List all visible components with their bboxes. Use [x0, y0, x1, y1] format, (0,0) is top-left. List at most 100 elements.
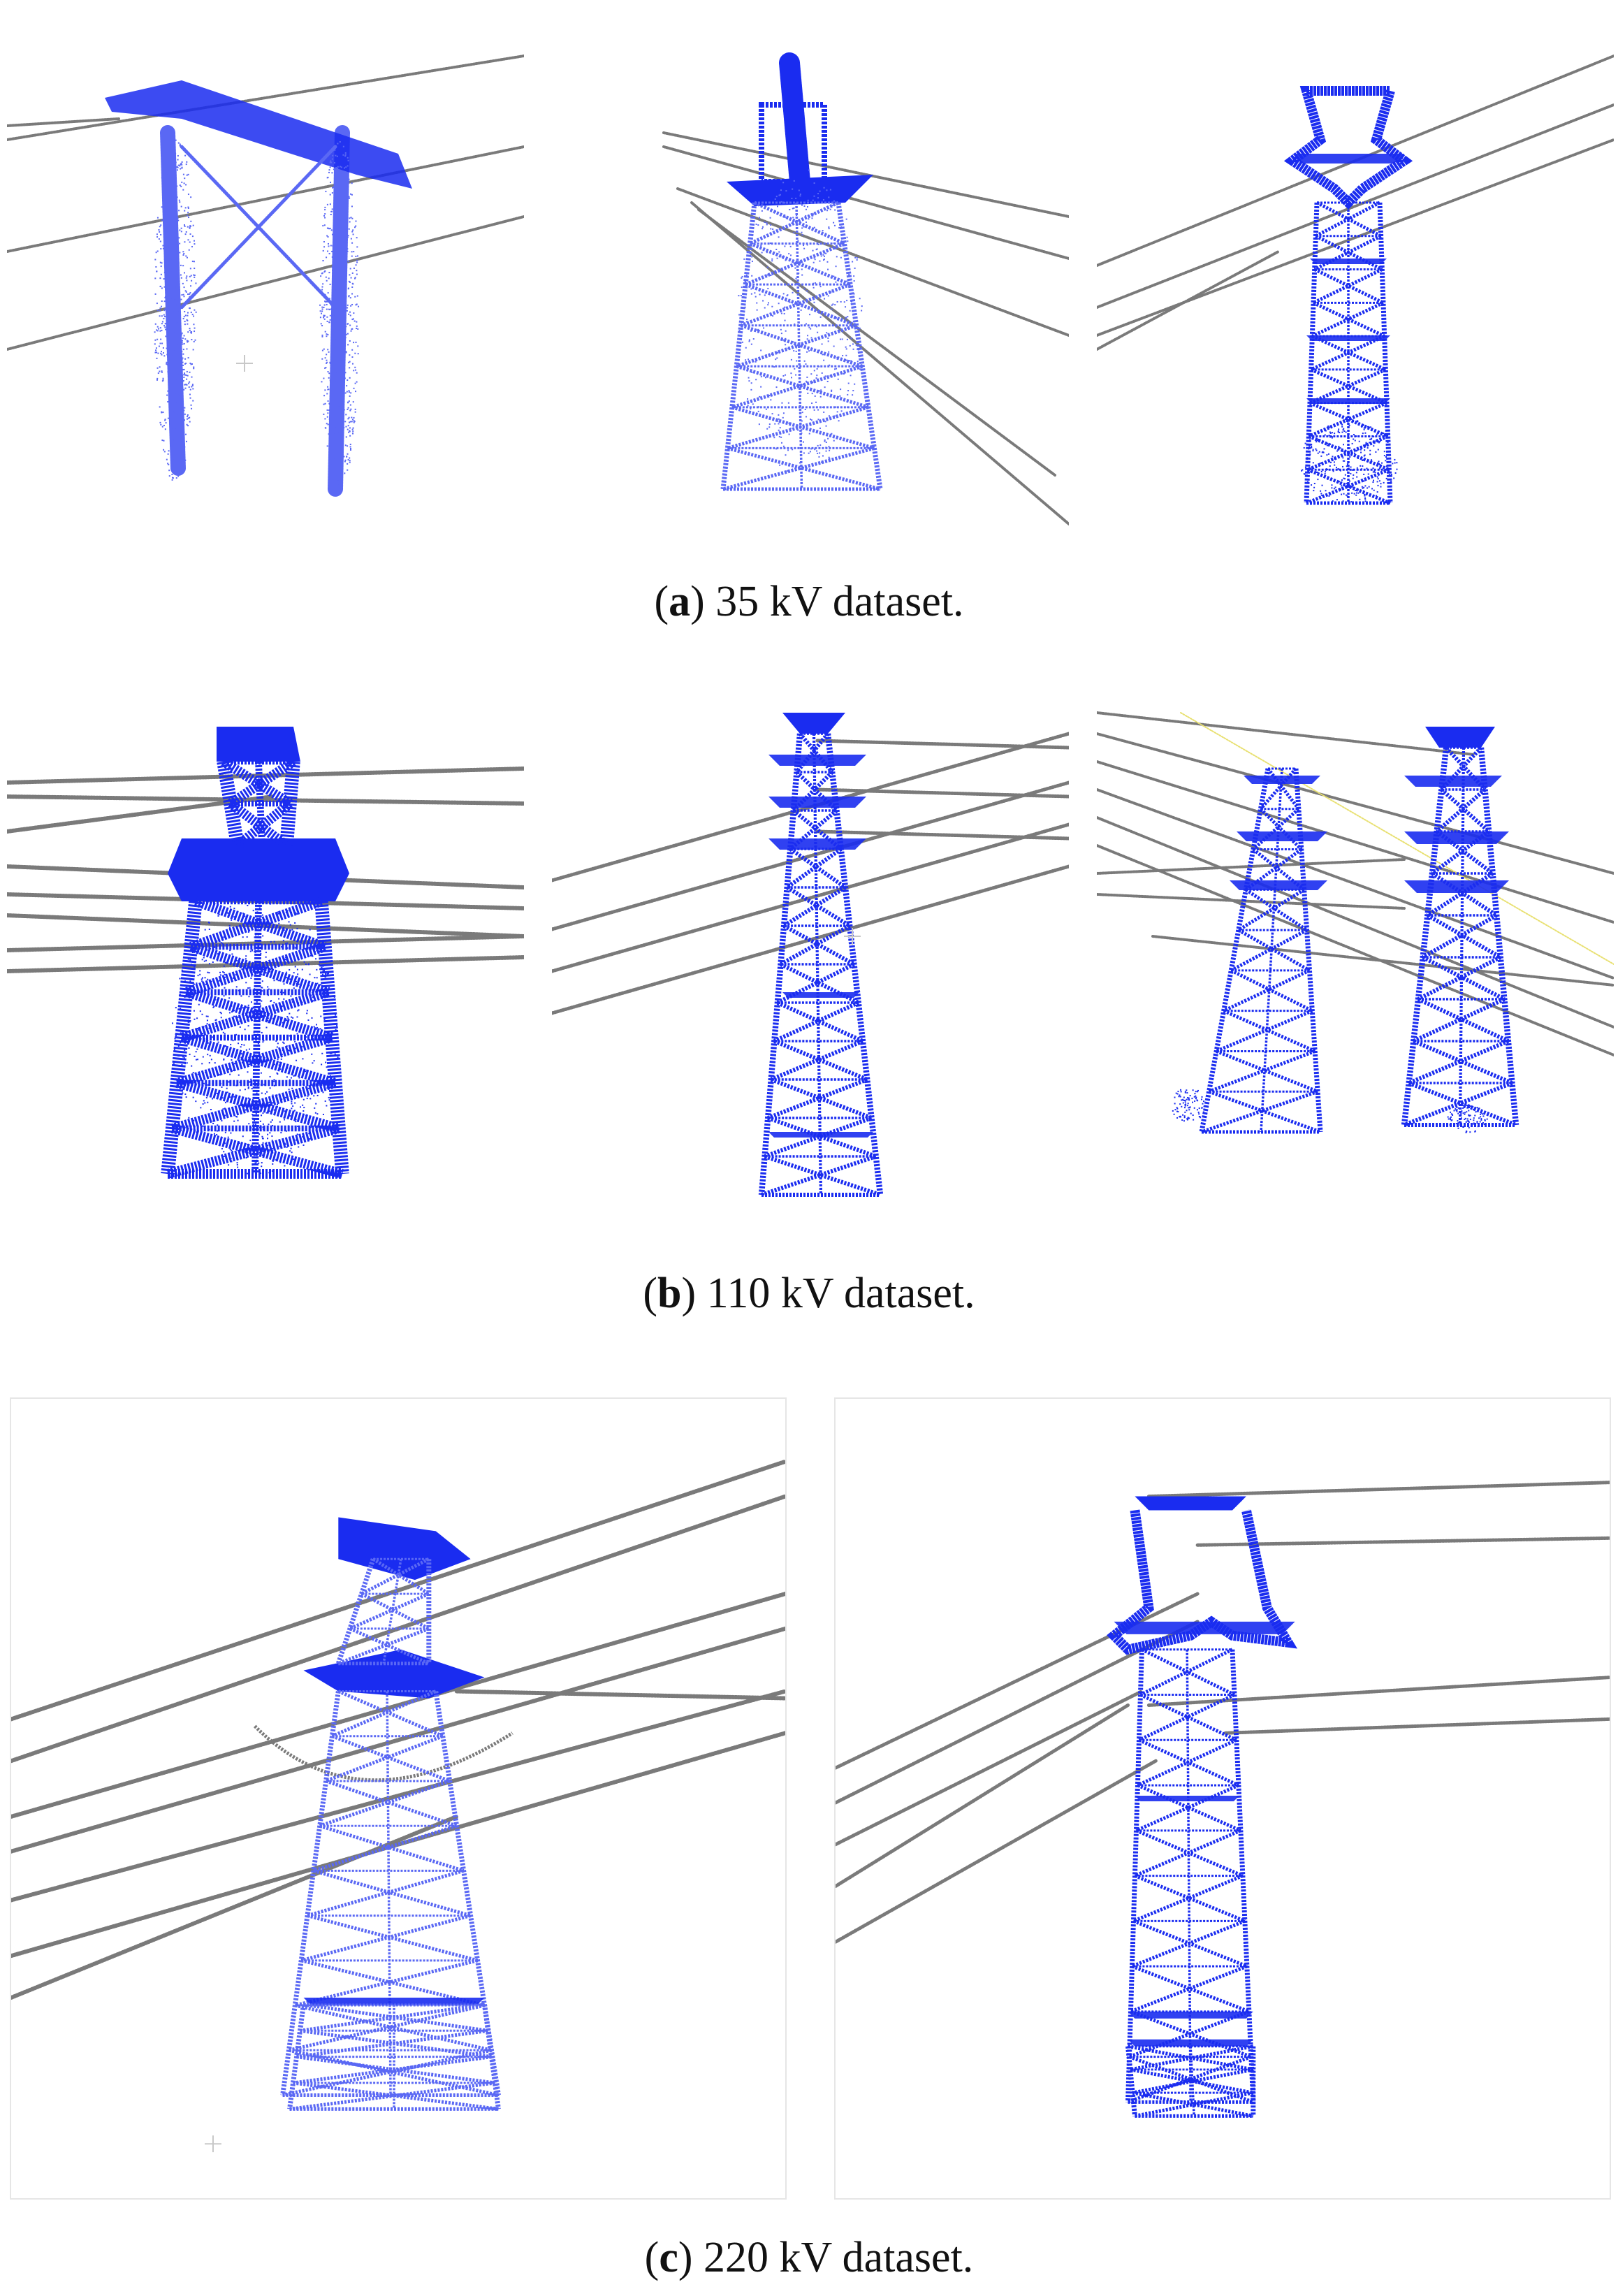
waist-band: [1128, 2039, 1253, 2047]
power-line: [7, 766, 524, 785]
pole-right: [328, 125, 350, 497]
origin-marker: [844, 928, 861, 945]
power-line: [7, 55, 524, 141]
cross-arm: [727, 175, 873, 206]
point-cloud-220kv-1: [11, 1459, 785, 2153]
power-line: [1097, 732, 1614, 875]
power-line: [7, 955, 524, 973]
ground-points: [1172, 1089, 1205, 1122]
power-line: [7, 145, 524, 253]
body-points: [171, 896, 339, 1175]
power-line: [11, 1689, 785, 1903]
power-line: [1097, 760, 1614, 924]
power-line: [552, 822, 1069, 973]
caption-a-letter: a: [669, 578, 691, 625]
caption-c: (c) 220 kV dataset.: [644, 2234, 974, 2281]
caption-b: (b) 110 kV dataset.: [643, 1270, 975, 1317]
brace: [180, 145, 337, 310]
tower-peak: [782, 713, 845, 734]
panel-a1: [7, 42, 524, 531]
ground-points: [1447, 1105, 1488, 1133]
power-line: [7, 794, 524, 806]
pole-left-points: [154, 135, 197, 481]
arm-2: [768, 797, 866, 808]
power-line: [836, 1703, 1130, 1889]
power-line: [1097, 138, 1614, 337]
power-line: [7, 794, 275, 834]
power-line: [7, 934, 524, 952]
caption-c-text: 220 kV dataset.: [692, 2234, 974, 2281]
point-cloud-35kv-3: [1097, 55, 1614, 505]
power-line: [1223, 1717, 1610, 1735]
panel-b1: [7, 706, 524, 1223]
power-line: [7, 117, 120, 127]
power-line: [815, 829, 1069, 841]
power-line: [1151, 935, 1614, 987]
power-line: [1097, 844, 1614, 1056]
power-line: [11, 1814, 459, 2000]
power-line: [836, 1759, 1158, 1944]
right-lattice: [1401, 746, 1519, 1127]
power-line: [11, 1731, 785, 1959]
top-beam: [1135, 1496, 1246, 1511]
point-cloud-110kv-2: [552, 713, 1069, 1197]
power-line: [690, 201, 1069, 525]
origin-marker: [236, 355, 253, 372]
body-points: [738, 169, 863, 472]
power-line: [1097, 788, 1614, 980]
waist-band: [1135, 1796, 1239, 1801]
leg-section: [287, 2003, 501, 2111]
power-line: [11, 1626, 785, 1854]
caption-a-text: 35 kV dataset.: [704, 578, 964, 625]
power-line: [11, 1592, 785, 1819]
power-line: [7, 215, 524, 351]
cross-arm: [1114, 1621, 1295, 1634]
power-line: [815, 739, 1069, 750]
power-line: [1097, 250, 1280, 351]
middle-arm: [303, 1649, 485, 1699]
power-line: [11, 1494, 785, 1764]
right-peak: [1425, 727, 1495, 748]
power-line: [836, 1690, 1144, 1847]
lattice-body: [758, 732, 884, 1197]
panel-b3: [1097, 699, 1614, 1223]
lattice-body: [1304, 201, 1393, 505]
point-cloud-35kv-1: [7, 55, 524, 497]
waist-band: [1310, 259, 1387, 264]
panel-b2: [552, 706, 1069, 1223]
pole-left: [160, 125, 186, 476]
caption-a: (a) 35 kV dataset.: [654, 578, 964, 625]
leg-points: [1301, 420, 1398, 504]
power-line: [1097, 103, 1614, 309]
waist-band: [303, 1997, 485, 2005]
ring-top: [1283, 86, 1413, 210]
power-line: [697, 208, 1056, 477]
caption-b-letter: b: [657, 1270, 682, 1317]
thin-line: [1180, 712, 1614, 965]
panel-c1: [10, 1397, 787, 2200]
lower-arm: [168, 873, 349, 901]
power-line: [1097, 893, 1406, 910]
waist-band: [1306, 335, 1390, 341]
panel-a2: [552, 42, 1069, 531]
lattice-body: [1125, 1648, 1256, 2104]
waist-band: [1128, 2011, 1253, 2019]
cross-beam: [105, 80, 412, 189]
panel-c2: [834, 1397, 1611, 2200]
left-arm-2: [1237, 831, 1327, 841]
power-line: [676, 187, 1069, 337]
waist-band: [782, 992, 859, 998]
power-line: [1146, 1481, 1610, 1499]
caption-c-letter: c: [659, 2234, 678, 2281]
top-cage: [759, 102, 827, 184]
power-line: [815, 787, 1069, 799]
upper-body: [217, 757, 300, 850]
power-line: [11, 1459, 785, 1722]
right-arm-2: [1404, 831, 1509, 844]
cross-arm: [1292, 154, 1404, 164]
waist-band: [768, 1132, 873, 1138]
caption-b-text: 110 kV dataset.: [696, 1270, 975, 1317]
power-line: [454, 1689, 785, 1701]
upper-arm: [168, 838, 349, 873]
power-line: [662, 145, 1069, 260]
